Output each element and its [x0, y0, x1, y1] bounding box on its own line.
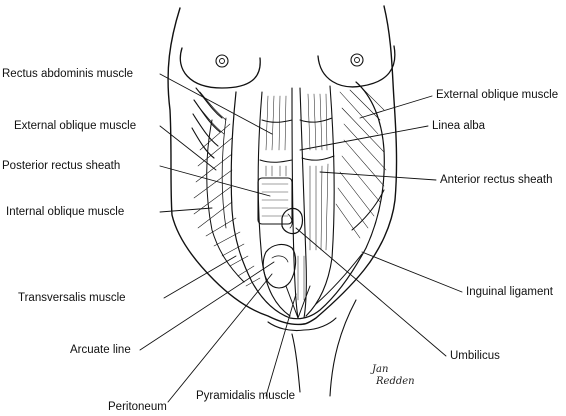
pyramidalis-mark	[285, 285, 311, 319]
label-transversalis: Transversalis muscle	[18, 292, 126, 304]
leader-rectus-abdominis	[159, 73, 273, 135]
right-breast	[317, 45, 396, 88]
leader-lines	[139, 73, 463, 403]
leader-external-oblique-left	[159, 125, 217, 171]
leader-pyramidalis	[265, 293, 297, 397]
label-external-oblique-right: External oblique muscle	[436, 89, 559, 101]
leader-arcuate-line	[139, 261, 275, 351]
leader-umbilicus	[295, 227, 447, 357]
muscle-outline	[230, 81, 385, 320]
leader-anterior-rectus-sheath	[319, 171, 437, 181]
leader-inguinal-ligament	[361, 251, 463, 293]
label-anterior-rectus-sheath: Anterior rectus sheath	[440, 174, 553, 186]
leader-linea-alba	[299, 125, 429, 151]
torso-right-outline	[303, 5, 398, 325]
leader-posterior-rectus-sheath	[159, 165, 271, 197]
label-peritoneum: Peritoneum	[108, 401, 167, 413]
artist-signature-line1: Jan	[372, 364, 389, 375]
posterior-sheath-window	[257, 177, 293, 225]
arcuate-line-mark	[262, 243, 297, 289]
left-nipple	[215, 54, 229, 68]
label-internal-oblique: Internal oblique muscle	[6, 206, 125, 218]
leader-transversalis	[163, 255, 237, 299]
label-arcuate-line: Arcuate line	[70, 344, 131, 356]
artist-signature-line2: Redden	[376, 376, 415, 387]
label-linea-alba: Linea alba	[432, 120, 486, 132]
label-inguinal-ligament: Inguinal ligament	[466, 286, 553, 298]
leader-external-oblique-right	[359, 95, 433, 119]
label-rectus-abdominis: Rectus abdominis muscle	[2, 68, 134, 80]
leader-peritoneum	[167, 273, 273, 403]
label-posterior-rectus-sheath: Posterior rectus sheath	[2, 160, 121, 172]
leader-internal-oblique	[159, 207, 213, 213]
label-umbilicus: Umbilicus	[450, 350, 500, 362]
torso-left-outline	[167, 7, 305, 326]
label-pyramidalis: Pyramidalis muscle	[196, 390, 296, 402]
right-nipple	[350, 53, 364, 67]
left-breast	[179, 47, 261, 89]
label-external-oblique-left: External oblique muscle	[14, 120, 137, 132]
umbilicus-mark	[281, 207, 304, 235]
